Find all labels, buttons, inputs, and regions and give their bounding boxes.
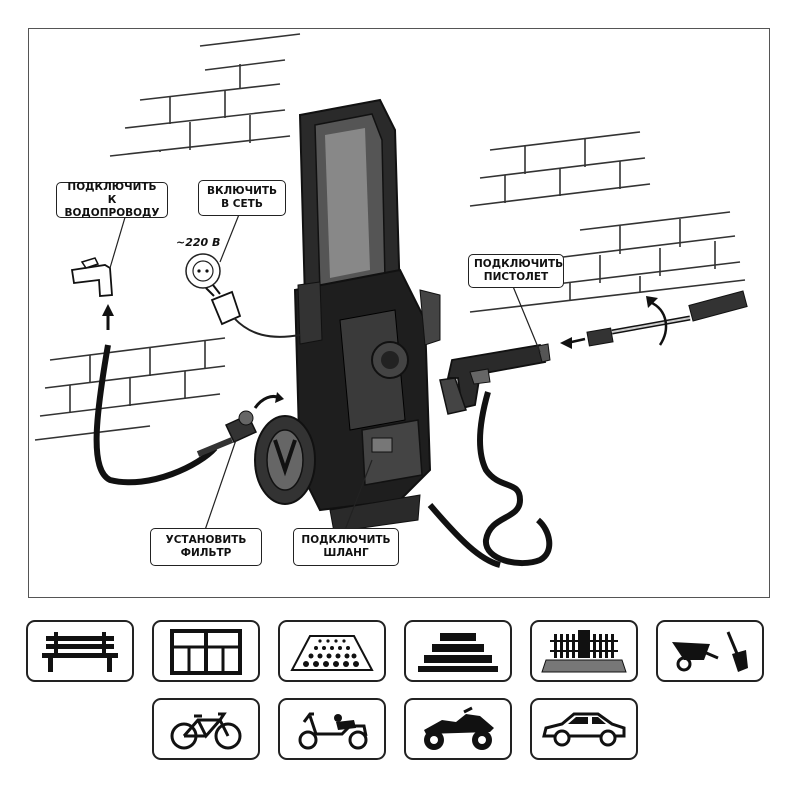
callout-line: ПОДКЛЮЧИТЬ	[474, 258, 564, 270]
brick-wall-right	[469, 131, 746, 313]
brick-walls	[34, 33, 746, 441]
callout-line: УСТАНОВИТЬ	[165, 534, 247, 546]
atv-icon	[404, 698, 512, 760]
bench-icon	[26, 620, 134, 682]
callout-line: К ВОДОПРОВОДУ	[64, 193, 160, 219]
callout-install-filter: УСТАНОВИТЬ ФИЛЬТР	[150, 528, 262, 566]
brick-wall-top-left	[109, 33, 301, 157]
fence-icon	[530, 620, 638, 682]
callout-line: ШЛАНГ	[323, 547, 369, 559]
filter-adapter	[224, 392, 284, 443]
steps-icon	[404, 620, 512, 682]
callout-plug-in: ВКЛЮЧИТЬ В СЕТЬ	[198, 180, 286, 216]
spray-lance	[560, 290, 748, 349]
callout-line: ПОДКЛЮЧИТЬ	[67, 180, 157, 193]
water-hose	[93, 344, 234, 486]
wheel	[254, 415, 316, 505]
callout-connect-water: ПОДКЛЮЧИТЬ К ВОДОПРОВОДУ	[56, 180, 168, 219]
callout-line: ПОДКЛЮЧИТЬ	[301, 534, 391, 546]
diagram-frame	[28, 28, 770, 598]
wheelbarrow-shovel-icon	[656, 620, 764, 682]
power-plug	[185, 253, 301, 338]
bicycle-icon	[152, 698, 260, 760]
callout-line: ПИСТОЛЕТ	[483, 271, 549, 283]
callout-line: ВКЛЮЧИТЬ	[206, 185, 278, 197]
callout-connect-gun: ПОДКЛЮЧИТЬ ПИСТОЛЕТ	[468, 254, 564, 288]
pressure-washer	[254, 98, 441, 533]
scooter-icon	[278, 698, 386, 760]
callout-leaders	[109, 211, 541, 531]
water-tap	[70, 257, 114, 330]
callout-line: В СЕТЬ	[221, 198, 263, 210]
car-icon	[530, 698, 638, 760]
callout-connect-hose: ПОДКЛЮЧИТЬ ШЛАНГ	[293, 528, 399, 566]
paving-icon	[278, 620, 386, 682]
voltage-label: ~220 В	[176, 236, 221, 249]
callout-line: ФИЛЬТР	[180, 547, 232, 559]
spray-gun	[427, 343, 553, 568]
window-icon	[152, 620, 260, 682]
brick-wall-left	[34, 337, 226, 441]
